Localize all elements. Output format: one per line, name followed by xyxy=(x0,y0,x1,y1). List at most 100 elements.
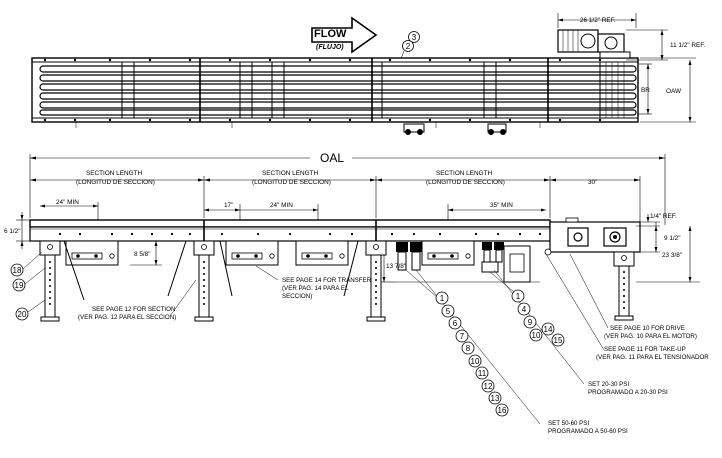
balloon-chain-a: 1 5 6 7 8 10 11 12 13 16 xyxy=(405,269,509,417)
balloon-b-1-text: 1 xyxy=(516,292,521,301)
section-1-label-es: (LONGITUD DE SECCION) xyxy=(76,179,155,186)
balloon-3 xyxy=(408,31,420,43)
note-section-line2: (VER PAG. 12 PARA EL SECCION) xyxy=(78,314,176,321)
dim-1-4-ref: 1/4" REF. xyxy=(650,213,677,220)
dim-8-5-8: 8 5/8" xyxy=(134,251,150,258)
dim-6-half: 6 1/2" xyxy=(4,228,20,235)
balloon-3-text: 3 xyxy=(412,33,417,42)
valve-cluster-top xyxy=(403,123,507,135)
balloon-19-text: 19 xyxy=(15,281,24,290)
balloon-b-10 xyxy=(529,328,543,342)
balloon-20 xyxy=(15,307,29,321)
balloon-19 xyxy=(12,278,26,292)
support-stands xyxy=(39,240,635,322)
transfer-pods xyxy=(65,240,475,266)
note-drive-line2: (VER PAG. 10 PARA EL MOTOR) xyxy=(604,333,697,340)
balloon-b-4-text: 4 xyxy=(522,305,527,314)
right-side-dimensions: 1/4" REF. 9 1/2" 23 3/8" xyxy=(626,213,700,283)
note-takeup-line2: (VER PAG. 11 PARA EL TENSIONADOR xyxy=(596,354,709,361)
flow-arrow: FLOW (FLUJO) xyxy=(311,16,378,54)
balloon-b-15-text: 15 xyxy=(554,336,563,345)
balloon-b-14 xyxy=(541,322,555,336)
drive-motor xyxy=(557,29,631,59)
dim-17: 17" xyxy=(224,202,233,209)
balloon-b-14-text: 14 xyxy=(544,325,553,334)
balloon-a-1 xyxy=(435,291,449,305)
top-view xyxy=(31,57,639,135)
note-takeup-line1: SEE PAGE 11 FOR TAKE-UP xyxy=(604,346,686,353)
section-3-label: SECTION LENGTH xyxy=(436,170,492,177)
balloon-a-8-text: 8 xyxy=(466,344,471,353)
balloon-2-text: 2 xyxy=(406,42,411,51)
balloon-a-8 xyxy=(461,341,475,355)
note-transfer-line3: SECCION) xyxy=(282,293,312,300)
balloon-a-1-text: 1 xyxy=(440,294,445,303)
dim-30: 30" xyxy=(588,179,597,186)
dim-24-min-1: 24" MIN xyxy=(56,199,79,206)
top-view-dimensions: 26 1/2" REF. 11 1/2" REF. BR OAW xyxy=(557,13,705,123)
note-drive: SEE PAGE 10 FOR DRIVE (VER PAG. 10 PARA … xyxy=(569,253,697,340)
balloon-a-6-text: 6 xyxy=(453,319,458,328)
dim-br: BR xyxy=(641,87,650,94)
note-psi-50-60-line1: SET 50-60 PSI xyxy=(548,420,589,427)
dim-8-5-8-group: 8 5/8" xyxy=(130,240,162,266)
balloon-a-12 xyxy=(481,379,495,393)
balloon-a-10-text: 10 xyxy=(471,357,480,366)
balloon-18-text: 18 xyxy=(13,266,22,275)
section-1-label: SECTION LENGTH xyxy=(86,170,142,177)
balloon-a-11-text: 11 xyxy=(478,369,487,378)
balloon-18 xyxy=(10,263,24,277)
section-3-label-es: (LONGITUD DE SECCION) xyxy=(426,179,505,186)
note-transfer-line2: (VER PAG. 14 PARA EL xyxy=(282,285,349,292)
oal-dimension: OAL xyxy=(29,151,666,225)
balloon-a-12-text: 12 xyxy=(484,382,493,391)
section-length-dimensions: SECTION LENGTH (LONGITUD DE SECCION) SEC… xyxy=(30,170,641,222)
balloon-b-10-text: 10 xyxy=(532,331,541,340)
dim-oal: OAL xyxy=(320,151,344,165)
frl-valve-cluster xyxy=(396,242,552,283)
dim-23-3-8: 23 3/8" xyxy=(662,252,682,259)
balloon-b-9-text: 9 xyxy=(528,318,533,327)
balloon-b-15 xyxy=(551,333,565,347)
balloon-a-5-text: 5 xyxy=(446,307,451,316)
note-transfer-line1: SEE PAGE 14 FOR TRANSFER xyxy=(282,277,372,284)
balloon-a-5 xyxy=(441,304,455,318)
dim-width-ref: 26 1/2" REF. xyxy=(580,17,616,24)
conveyor-bed xyxy=(29,217,641,253)
balloon-chain-b: 1 4 9 10 14 15 xyxy=(489,271,565,347)
balloon-2 xyxy=(402,40,414,52)
note-psi-50-60-line2: PROGRAMADO A 50-60 PSI xyxy=(548,428,628,435)
balloon-b-9 xyxy=(523,315,537,329)
balloon-a-13 xyxy=(488,391,502,405)
note-psi-20-30: SET 20-30 PSI PROGRAMADO A 20-30 PSI xyxy=(493,269,668,396)
section-2-label: SECTION LENGTH xyxy=(262,170,318,177)
note-drive-line1: SEE PAGE 10 FOR DRIVE xyxy=(610,325,685,332)
balloon-20-text: 20 xyxy=(18,310,27,319)
belt-strands xyxy=(39,65,637,116)
balloon-group-left: 18 19 20 xyxy=(10,251,46,321)
dim-6-half-group: 6 1/2" xyxy=(4,212,30,249)
balloon-a-16 xyxy=(495,403,509,417)
balloon-a-7 xyxy=(455,329,469,343)
dim-oaw: OAW xyxy=(666,88,682,95)
dim-35-min: 35" MIN xyxy=(490,202,513,209)
balloon-b-4 xyxy=(517,302,531,316)
note-section: SEE PAGE 12 FOR SECTION (VER PAG. 12 PAR… xyxy=(78,279,197,321)
note-transfer: SEE PAGE 14 FOR TRANSFER (VER PAG. 14 PA… xyxy=(255,265,372,300)
balloon-a-13-text: 13 xyxy=(491,394,500,403)
dim-height-ref: 11 1/2" REF. xyxy=(670,42,705,49)
dim-9-half: 9 1/2" xyxy=(664,235,680,242)
note-psi-20-30-line2: PROGRAMADO A 20-30 PSI xyxy=(588,389,668,396)
balloon-a-11 xyxy=(475,366,489,380)
dim-13-7-8: 13 7/8" xyxy=(386,263,406,270)
section-2-label-es: (LONGITUD DE SECCION) xyxy=(252,179,331,186)
balloon-a-6 xyxy=(448,316,462,330)
note-psi-20-30-line1: SET 20-30 PSI xyxy=(588,381,629,388)
note-takeup: SEE PAGE 11 FOR TAKE-UP (VER PAG. 11 PAR… xyxy=(545,253,709,361)
flow-label: FLOW xyxy=(314,28,347,40)
balloon-a-7-text: 7 xyxy=(460,332,465,341)
balloon-group-top: 3 2 xyxy=(397,31,420,67)
balloon-a-16-text: 16 xyxy=(498,406,507,415)
note-section-line1: SEE PAGE 12 FOR SECTION xyxy=(92,306,175,313)
